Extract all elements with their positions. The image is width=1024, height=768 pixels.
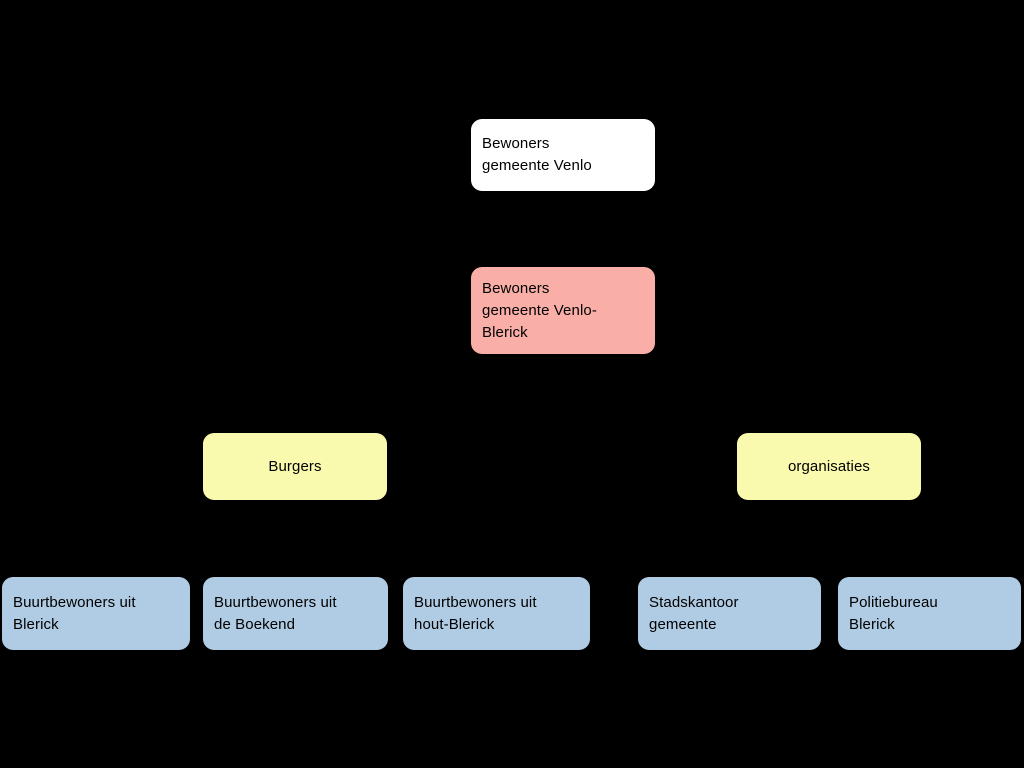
node-label-buurtbewoners-uit-hout-blerick: Buurtbewoners uit hout-Blerick (414, 593, 537, 633)
node-label-bewoners-gemeente-venlo: Bewoners gemeente Venlo (482, 135, 592, 174)
node-organisaties[interactable]: organisaties (737, 433, 921, 500)
node-burgers[interactable]: Burgers (203, 433, 387, 500)
node-label-buurtbewoners-uit-blerick: Buurtbewoners uit Blerick (13, 593, 136, 633)
node-buurtbewoners-uit-hout-blerick[interactable]: Buurtbewoners uit hout-Blerick (403, 577, 590, 650)
node-stadskantoor-gemeente[interactable]: Stadskantoor gemeente (638, 577, 821, 650)
node-label-bewoners-gemeente-venlo-blerick: Bewoners gemeente Venlo- Blerick (482, 279, 597, 341)
node-label-organisaties: organisaties (787, 457, 871, 475)
node-label-stadskantoor-gemeente: Stadskantoor gemeente (649, 593, 739, 633)
node-bewoners-gemeente-venlo[interactable]: Bewoners gemeente Venlo (471, 119, 655, 191)
node-label-buurtbewoners-uit-de-boekend: Buurtbewoners uit de Boekend (214, 593, 337, 633)
node-buurtbewoners-uit-blerick[interactable]: Buurtbewoners uit Blerick (2, 577, 190, 650)
node-bewoners-gemeente-venlo-blerick[interactable]: Bewoners gemeente Venlo- Blerick (471, 267, 655, 354)
node-buurtbewoners-uit-de-boekend[interactable]: Buurtbewoners uit de Boekend (203, 577, 388, 650)
node-label-burgers: Burgers (268, 457, 322, 475)
node-politiebureau-blerick[interactable]: Politiebureau Blerick (838, 577, 1021, 650)
node-label-politiebureau-blerick: Politiebureau Blerick (849, 593, 938, 633)
